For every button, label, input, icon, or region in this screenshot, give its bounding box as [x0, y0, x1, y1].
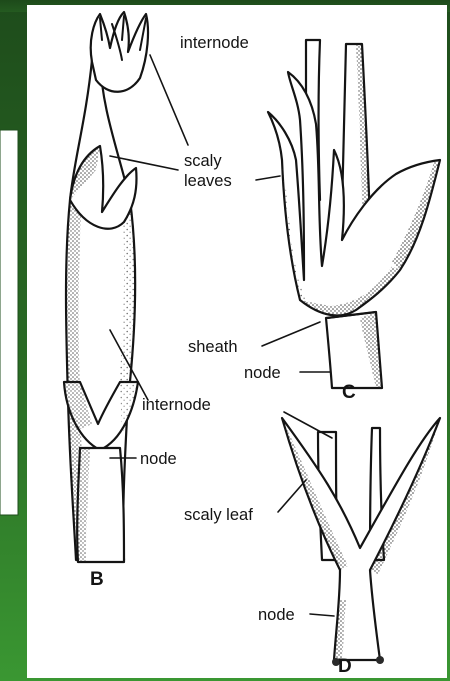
label-node-d: node [258, 606, 295, 624]
label-internode-mid: internode [142, 396, 211, 414]
figure-c-stem [268, 40, 440, 388]
leader-scaly-top [150, 55, 188, 145]
figure-b-stem [64, 12, 148, 562]
figure-letter-d: D [338, 656, 352, 677]
label-scaly-leaf: scaly leaf [184, 506, 253, 524]
label-internode-top: internode [180, 34, 249, 52]
label-node-c: node [244, 364, 281, 382]
leader-scaly-leaf [278, 480, 306, 512]
leader-node-d [310, 614, 334, 616]
label-node-b: node [140, 450, 177, 468]
label-scaly-leaves-1: scaly [184, 152, 222, 170]
leader-sheath [262, 322, 320, 346]
figure-letter-c: C [342, 382, 356, 403]
label-scaly-leaves-2: leaves [184, 172, 232, 190]
figure-letter-b: B [90, 569, 104, 590]
label-sheath: sheath [188, 338, 238, 356]
leader-scaly-c [256, 176, 280, 180]
figure-d-stem [282, 418, 440, 666]
